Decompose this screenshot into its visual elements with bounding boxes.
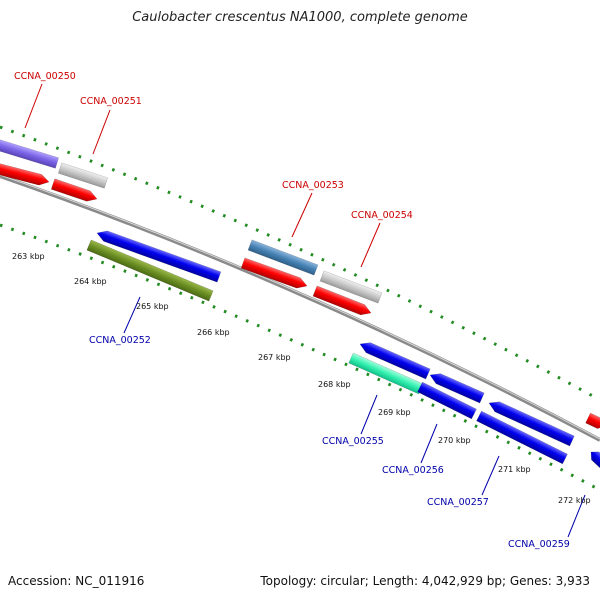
callout-ccna-00255 (360, 394, 378, 435)
tick-label-272: 272 kbp (558, 496, 591, 505)
callout-ccna-00254 (360, 222, 381, 268)
gene-label-ccna-00250[interactable]: CCNA_00250 (14, 71, 76, 82)
gene-fwd-c[interactable] (240, 257, 309, 291)
gene-ccna-00251[interactable] (57, 162, 109, 189)
gene-label-ccna-00251[interactable]: CCNA_00251 (80, 96, 142, 107)
gene-label-ccna-00252[interactable]: CCNA_00252 (89, 335, 151, 346)
gene-label-ccna-00256[interactable]: CCNA_00256 (382, 465, 444, 476)
gene-rev-a[interactable] (95, 228, 222, 283)
gene-ccna-00254[interactable] (319, 270, 383, 304)
gene-fwd-b[interactable] (50, 178, 99, 204)
tick-label-265: 265 kbp (136, 302, 169, 311)
outer-dot-ring (0, 125, 600, 402)
callout-ccna-00252 (123, 296, 141, 334)
gene-fwd-d[interactable] (312, 285, 373, 318)
accession-text: Accession: NC_011916 (8, 574, 145, 588)
gene-ccna-00255[interactable] (348, 352, 424, 395)
gene-label-ccna-00255[interactable]: CCNA_00255 (322, 436, 384, 447)
gene-label-ccna-00254[interactable]: CCNA_00254 (351, 210, 413, 221)
callout-ccna-00250 (24, 83, 43, 129)
gene-fwd-a[interactable] (0, 162, 50, 188)
gene-ccna-00253[interactable] (247, 239, 319, 276)
genome-summary-text: Topology: circular; Length: 4,042,929 bp… (260, 574, 590, 588)
gene-label-ccna-00259[interactable]: CCNA_00259 (508, 539, 570, 550)
tick-label-263: 263 kbp (12, 252, 45, 261)
gene-ccna-00259[interactable] (587, 448, 600, 470)
tick-label-271: 271 kbp (498, 465, 531, 474)
callout-ccna-00251 (92, 109, 111, 155)
gene-label-ccna-00253[interactable]: CCNA_00253 (282, 180, 344, 191)
tick-label-268: 268 kbp (318, 380, 351, 389)
gene-rev-d[interactable] (487, 398, 575, 447)
tick-label-269: 269 kbp (378, 408, 411, 417)
gene-rev-b[interactable] (358, 339, 431, 380)
gene-rev-c[interactable] (428, 370, 485, 404)
tick-label-266: 266 kbp (197, 328, 230, 337)
gene-ccna-00252[interactable] (86, 239, 214, 302)
tick-label-270: 270 kbp (438, 436, 471, 445)
tick-label-267: 267 kbp (258, 353, 291, 362)
gene-fwd-e[interactable] (585, 412, 600, 431)
genome-backbone (0, 174, 600, 442)
gene-ccna-00256[interactable] (417, 381, 477, 420)
callout-ccna-00256 (420, 423, 438, 464)
callout-ccna-00253 (291, 192, 313, 238)
gene-label-ccna-00257[interactable]: CCNA_00257 (427, 497, 489, 508)
tick-label-264: 264 kbp (74, 277, 107, 286)
genome-backbone-highlight (0, 174, 600, 440)
callout-ccna-00257 (481, 455, 500, 496)
gene-ccna-00257[interactable] (476, 410, 568, 465)
gene-ccna-00250[interactable] (0, 138, 59, 169)
map-title: Caulobacter crescentus NA1000, complete … (132, 10, 468, 25)
callout-ccna-00259 (567, 494, 586, 538)
